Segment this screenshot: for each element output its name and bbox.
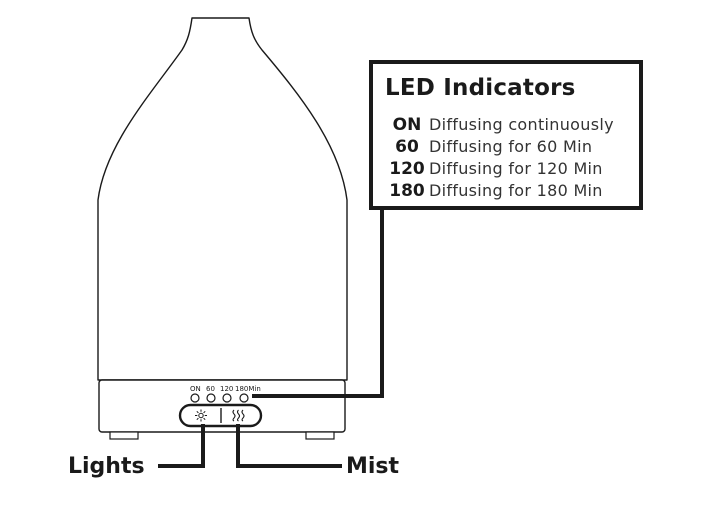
led-desc: Diffusing for 60 Min [429, 137, 593, 156]
leader-lights [158, 424, 205, 468]
foot-left [109, 431, 139, 440]
led-row-120: 120 Diffusing for 120 Min [385, 158, 639, 180]
led-indicators-title: LED Indicators [385, 75, 576, 101]
led-row-180: 180 Diffusing for 180 Min [385, 180, 639, 202]
led-180 [239, 393, 249, 403]
lights-button[interactable] [182, 407, 220, 424]
led-on [190, 393, 200, 403]
mist-callout-label: Mist [346, 454, 400, 479]
led-desc: Diffusing for 180 Min [429, 181, 603, 200]
led-120 [222, 393, 232, 403]
sun-icon [195, 409, 207, 422]
led-indicators-box: LED Indicators ON Diffusing continuously… [369, 60, 643, 210]
lights-callout-label: Lights [68, 454, 145, 479]
led-desc: Diffusing for 120 Min [429, 159, 603, 178]
led-row-on: ON Diffusing continuously [385, 114, 639, 136]
foot-right [305, 431, 335, 440]
base-label-120: 120 [220, 385, 233, 393]
led-desc: Diffusing continuously [429, 115, 614, 134]
led-code: 180 [389, 181, 425, 201]
leader-mist [236, 424, 342, 468]
led-row-60: 60 Diffusing for 60 Min [385, 136, 639, 158]
mist-waves-icon [232, 409, 245, 422]
led-code: 60 [395, 137, 419, 157]
mist-button[interactable] [222, 407, 260, 424]
base-label-on: ON [190, 385, 201, 393]
led-code: ON [392, 115, 422, 135]
base-label-60: 60 [206, 385, 215, 393]
led-60 [206, 393, 216, 403]
base-label-180: 180Min [235, 385, 261, 393]
led-code: 120 [389, 159, 425, 179]
diffuser-cover [97, 17, 348, 381]
leader-led [252, 210, 384, 398]
